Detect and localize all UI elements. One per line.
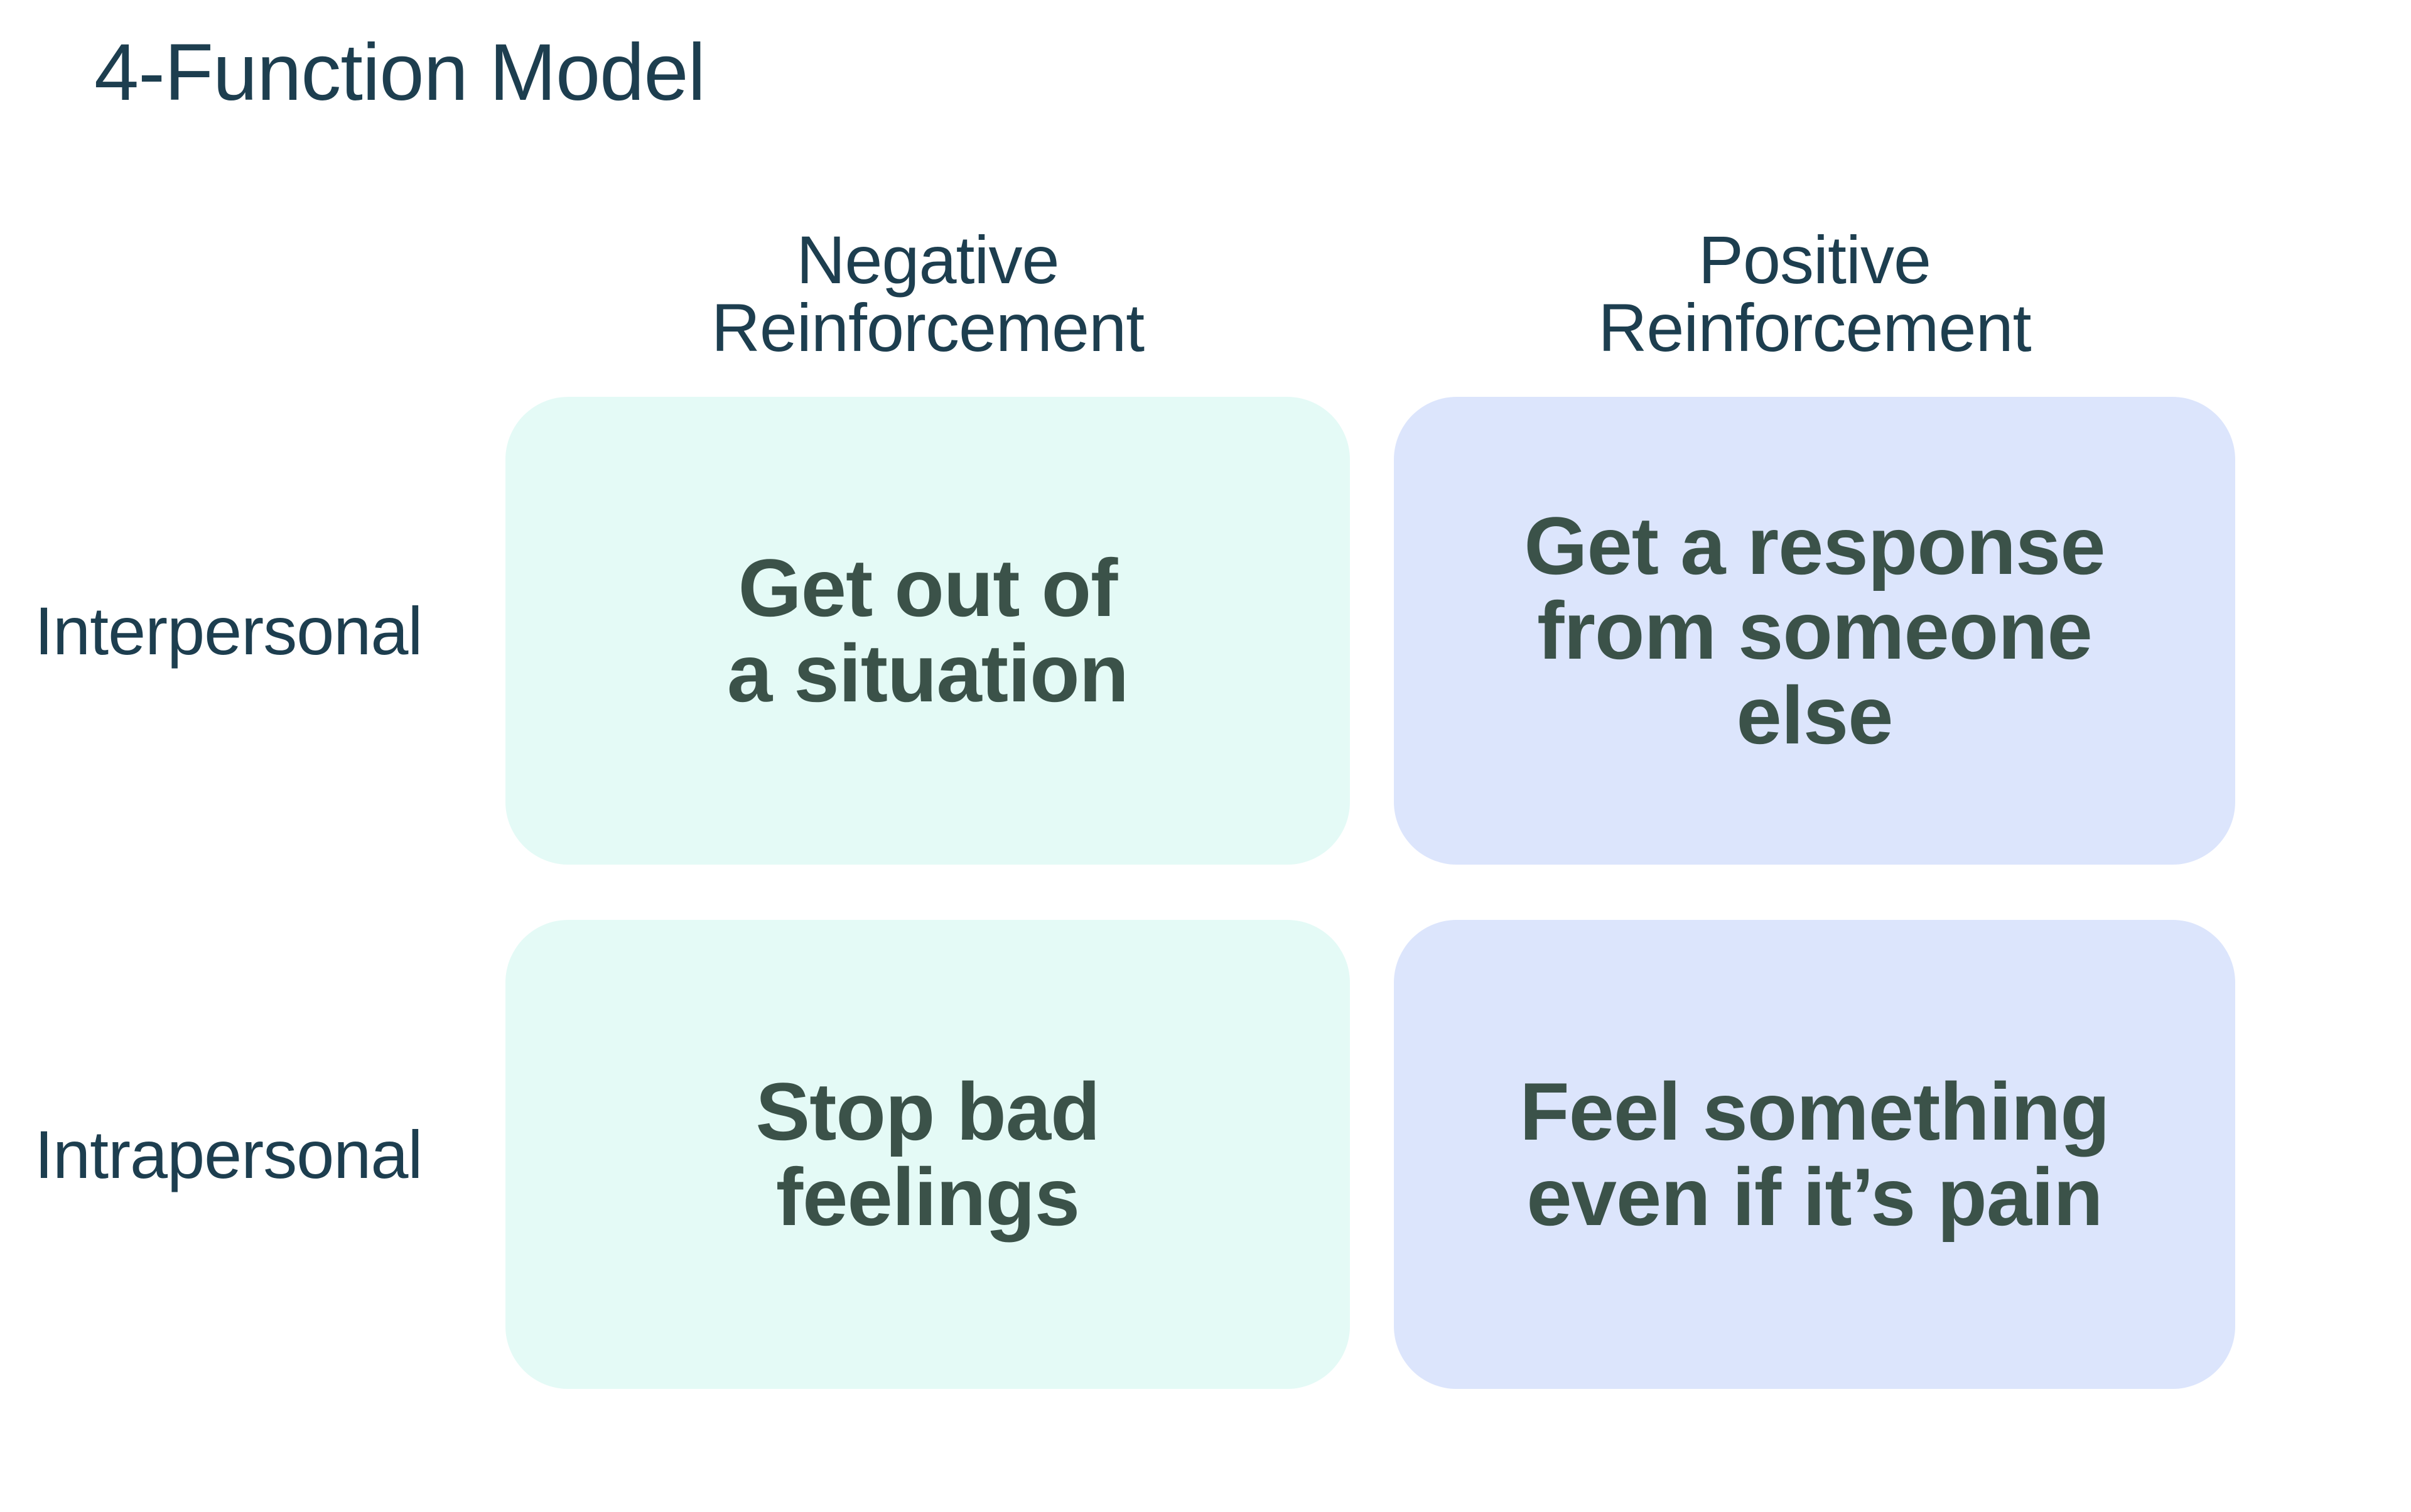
row-label-interpersonal: Interpersonal xyxy=(35,593,423,669)
column-header-line: Positive xyxy=(1698,222,1931,298)
cell-text-line: else xyxy=(1736,669,1893,762)
cell-interpersonal-positive: Get a response from someone else xyxy=(1394,397,2235,865)
column-header-line: Reinforcement xyxy=(1598,289,2031,365)
cell-text-line: Get a response xyxy=(1524,499,2105,591)
cell-text-line: Feel something xyxy=(1519,1066,2110,1158)
cell-text-line: a situation xyxy=(726,627,1129,719)
page-title: 4-Function Model xyxy=(94,28,706,117)
cell-text-line: from someone xyxy=(1537,584,2093,676)
cell-intrapersonal-positive: Feel something even if it’s pain xyxy=(1394,920,2235,1389)
cell-text-line: even if it’s pain xyxy=(1526,1150,2103,1243)
row-label-intrapersonal: Intrapersonal xyxy=(35,1116,423,1192)
cell-interpersonal-negative: Get out of a situation xyxy=(505,397,1350,865)
cell-text-line: Stop bad xyxy=(755,1066,1100,1158)
column-header-negative-reinforcement: Negative Reinforcement xyxy=(505,226,1350,362)
cell-text-line: Get out of xyxy=(738,542,1118,634)
cell-text-line: feelings xyxy=(775,1150,1080,1243)
cell-intrapersonal-negative: Stop bad feelings xyxy=(505,920,1350,1389)
column-header-positive-reinforcement: Positive Reinforcement xyxy=(1394,226,2235,362)
column-header-line: Negative xyxy=(796,222,1059,298)
column-header-line: Reinforcement xyxy=(711,289,1145,365)
